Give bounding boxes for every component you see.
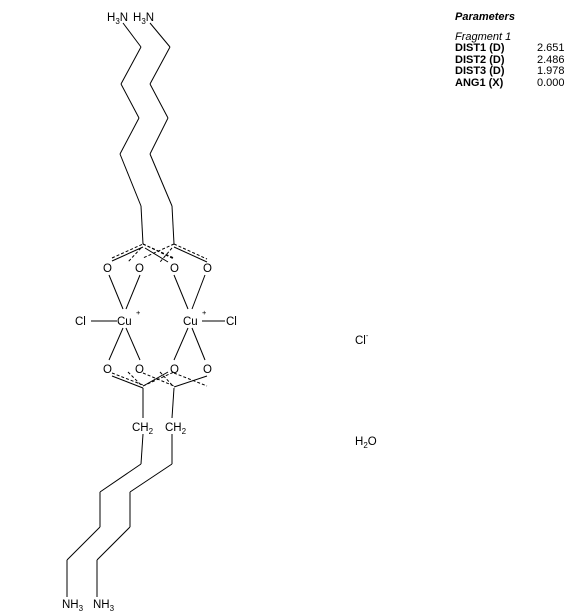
oxygen-label: O [203,364,212,376]
amine-bottom-right-label: NH3 [93,599,115,611]
top-carboxylate-bonds [111,243,208,263]
top-chain-left [119,22,144,245]
parameter-row: DIST2 (D) 2.486 [455,53,565,67]
parameter-row: DIST3 (D) 1.978 [455,65,565,78]
oxygen-label: O [135,263,144,275]
parameters-title: Parameters [455,11,515,23]
methylene-left-label: CH2 [132,422,154,436]
oxygen-label: O [103,263,112,275]
parameter-row: ANG1 (X) 0.000 [455,76,565,90]
copper-coordination-bonds [91,274,225,361]
oxygen-label: O [135,364,144,376]
chlorine-label: Cl [75,316,86,328]
water-label: H2O [355,436,377,450]
copper-label: Cu [183,316,198,328]
amine-top-left-label: H3N [107,12,128,26]
bottom-chain-right [96,434,173,597]
bottom-chain-left [66,433,144,597]
copper-charge: + [136,308,141,317]
top-chain-right [149,22,175,245]
parameter-label: DIST3 (D) [455,65,505,77]
copper-label: Cu [117,316,132,328]
methylene-right-label: CH2 [165,422,187,436]
parameter-value: 2.651 [537,42,565,54]
chloride-ion-label: Cl- [355,331,369,347]
chlorine-label: Cl [226,316,237,328]
oxygen-label: O [103,364,112,376]
parameter-row: DIST1 (D) 2.651 [455,42,565,55]
amine-bottom-left-label: NH3 [62,599,84,611]
oxygen-label: O [203,263,212,275]
oxygen-label: O [170,364,179,376]
parameter-value: 1.978 [537,65,565,77]
parameter-value: 2.486 [537,53,565,66]
parameter-label: DIST2 (D) [455,53,505,66]
parameter-value: 0.000 [537,76,565,89]
parameter-label: ANG1 (X) [455,76,504,89]
copper-charge: + [202,308,207,317]
amine-top-right-label: H3N [133,12,154,26]
fragment-label: Fragment 1 [455,30,512,43]
oxygen-label: O [170,263,179,275]
bottom-carboxylate-bonds [111,371,208,389]
parameter-label: DIST1 (D) [455,42,505,54]
